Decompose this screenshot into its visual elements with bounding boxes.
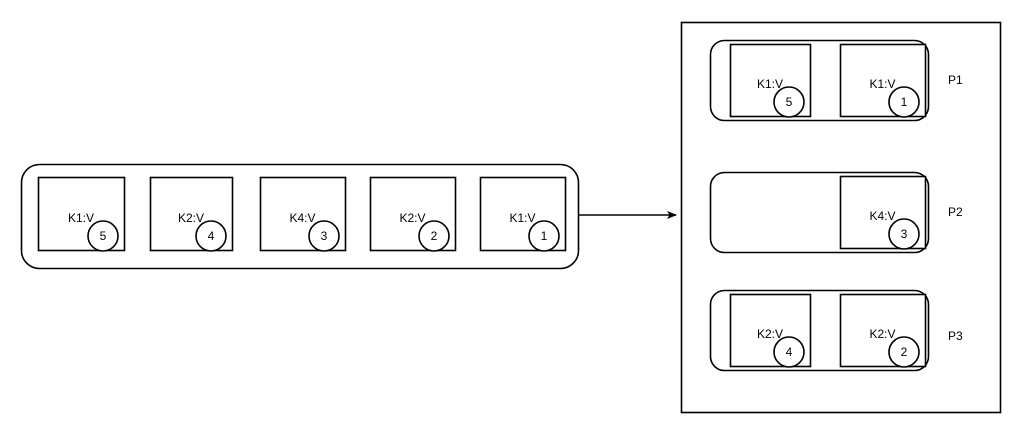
queue-record-4-sequence-circle bbox=[418, 220, 450, 252]
partition-p3-record-1-sequence-number: 4 bbox=[785, 345, 793, 359]
partition-p2-record-1-sequence-number: 3 bbox=[900, 227, 908, 241]
broker-topic-box bbox=[680, 21, 1002, 414]
queue-record-1-sequence-circle bbox=[87, 220, 119, 252]
queue-record-2-sequence-circle bbox=[195, 220, 227, 252]
partition-p3-record-2-sequence-circle bbox=[888, 336, 920, 368]
queue-record-5-sequence-circle bbox=[528, 220, 560, 252]
partition-p3-record-2-sequence-number: 2 bbox=[900, 345, 908, 359]
partition-p3-record-2-key-label: K2:V bbox=[869, 327, 896, 342]
partition-p1-record-1-sequence-number: 5 bbox=[785, 95, 793, 109]
queue-record-1-sequence-number: 5 bbox=[99, 229, 107, 243]
queue-record-4-sequence-number: 2 bbox=[430, 229, 438, 243]
queue-record-2-sequence-number: 4 bbox=[207, 229, 215, 243]
partition-p1-record-2-box bbox=[839, 43, 927, 118]
partition-p3-record-1-sequence-circle bbox=[773, 336, 805, 368]
partition-p1-record-2-key-label: K1:V bbox=[869, 77, 896, 92]
partition-p1-record-2-sequence-number: 1 bbox=[900, 95, 908, 109]
queue-record-4-key-label: K2:V bbox=[399, 210, 426, 225]
partition-p3-record-1-box bbox=[729, 293, 812, 368]
partition-label-p1: P1 bbox=[948, 73, 963, 87]
queue-record-1-key-label: K1:V bbox=[67, 210, 94, 225]
queue-record-2-key-label: K2:V bbox=[177, 210, 204, 225]
queue-record-3-key-label: K4:V bbox=[289, 210, 316, 225]
partition-label-p2: P2 bbox=[948, 205, 963, 219]
partition-p1-record-1-sequence-circle bbox=[773, 86, 805, 118]
queue-record-4-box bbox=[369, 176, 457, 252]
partition-p3-record-1-key-label: K2:V bbox=[756, 327, 783, 342]
queue-record-3-sequence-number: 3 bbox=[320, 229, 328, 243]
queue-record-3-sequence-circle bbox=[308, 220, 340, 252]
queue-record-5-sequence-number: 1 bbox=[540, 229, 548, 243]
partition-p2-record-1-sequence-circle bbox=[888, 218, 920, 250]
partition-label-p3: P3 bbox=[948, 329, 963, 343]
queue-record-5-key-label: K1:V bbox=[509, 210, 536, 225]
partition-p2-record-1-key-label: K4:V bbox=[869, 209, 896, 224]
partition-p1-record-2-sequence-circle bbox=[888, 86, 920, 118]
partition-p1-record-1-key-label: K1:V bbox=[756, 77, 783, 92]
